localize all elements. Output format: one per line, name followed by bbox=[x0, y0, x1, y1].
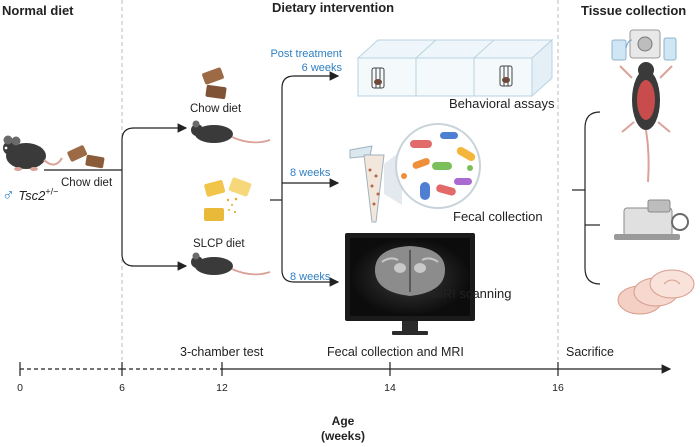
fecal-tube-icon bbox=[349, 145, 385, 223]
brain-slices-icon bbox=[617, 269, 695, 315]
genotype-superscript: +/− bbox=[45, 186, 59, 197]
arrow-mri bbox=[281, 200, 340, 287]
arrow-behavior bbox=[281, 71, 340, 200]
mouse-normal-icon bbox=[3, 135, 63, 171]
axis-label-weeks: (weeks) bbox=[320, 429, 366, 443]
genotype-name: Tsc2 bbox=[18, 188, 46, 203]
timeline-ticks bbox=[19, 362, 559, 376]
tick-label: 16 bbox=[552, 382, 564, 394]
slcp-diet-pellets-icon bbox=[204, 177, 252, 221]
tick-label: 6 bbox=[119, 382, 125, 394]
behavior-label: Behavioral assays bbox=[449, 96, 555, 111]
chow-pellets-icon bbox=[67, 145, 105, 169]
section-header-tissue-collection: Tissue collection bbox=[581, 3, 687, 18]
branch-middle-label: 8 weeks bbox=[290, 167, 331, 179]
tick-label: 0 bbox=[17, 382, 23, 394]
mouse-chow-icon bbox=[191, 120, 271, 144]
perfusion-pump-icon bbox=[611, 29, 677, 61]
microtome-icon bbox=[614, 199, 689, 240]
branch-slcp-arrow bbox=[121, 170, 188, 271]
phase-three-chamber: 3-chamber test bbox=[180, 345, 264, 359]
male-symbol: ♂ bbox=[2, 185, 15, 204]
microbiome-magnified-icon bbox=[395, 123, 481, 209]
three-chamber-apparatus bbox=[356, 38, 554, 98]
chow-diet-label: Chow diet bbox=[190, 103, 242, 115]
tick-label: 12 bbox=[216, 382, 228, 394]
branch-top-label-2: 6 weeks bbox=[301, 62, 342, 74]
genotype-label: ♂ Tsc2+/− bbox=[2, 185, 58, 205]
mouse-slcp-icon bbox=[191, 252, 271, 276]
dissected-mouse-icon bbox=[619, 62, 673, 183]
tissue-bracket bbox=[584, 111, 601, 285]
fecal-label: Fecal collection bbox=[453, 209, 543, 224]
chow-diet-pellets-icon bbox=[202, 67, 227, 100]
mri-monitor-icon bbox=[345, 233, 475, 335]
phase-fecal-mri: Fecal collection and MRI bbox=[327, 345, 464, 359]
phase-sacrifice: Sacrifice bbox=[566, 345, 614, 359]
section-header-normal-diet: Normal diet bbox=[2, 3, 74, 18]
section-header-dietary-intervention: Dietary intervention bbox=[272, 0, 395, 15]
mri-label: MRI scanning bbox=[432, 286, 512, 301]
baseline-chow-label: Chow diet bbox=[61, 177, 113, 189]
branch-chow-arrow bbox=[121, 123, 188, 170]
axis-label-age: Age bbox=[331, 414, 355, 428]
branch-top-label-1: Post treatment bbox=[270, 48, 342, 60]
branch-bottom-label: 8 weeks bbox=[290, 271, 331, 283]
slcp-diet-label: SLCP diet bbox=[193, 238, 245, 250]
tick-label: 14 bbox=[384, 382, 396, 394]
